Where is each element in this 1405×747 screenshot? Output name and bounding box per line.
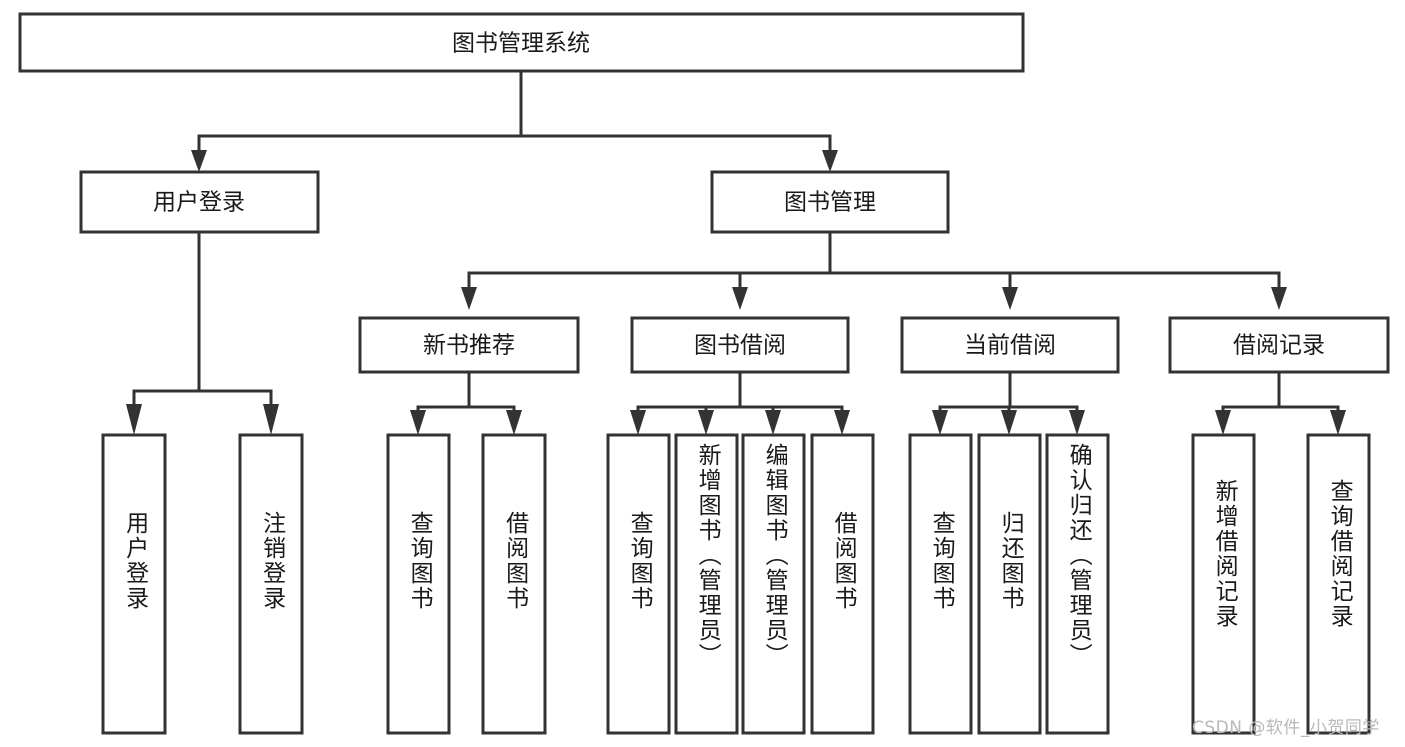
- leaf-box-bookborrow-3[interactable]: [810, 433, 875, 735]
- leaf-label-currentborrow-1: 归还图书: [997, 511, 1024, 611]
- leaf-label-bookborrow-0: 查询图书: [626, 511, 653, 611]
- leaf-label-borrowrecord-1: 查询借阅记录: [1326, 479, 1353, 629]
- leaf-label-wrap-borrowrecord-0: 新增借阅记录: [1193, 435, 1254, 733]
- node-new-book-recommend[interactable]: 新书推荐: [358, 316, 580, 374]
- leaf-label-currentborrow-0: 查询图书: [928, 511, 955, 611]
- leaf-box-currentborrow-2[interactable]: [1045, 433, 1110, 735]
- leaf-box-bookborrow-1[interactable]: [674, 433, 739, 735]
- leaf-label-wrap-currentborrow-2: 确认归还（管理员）: [1047, 435, 1108, 733]
- leaf-label-wrap-currentborrow-0: 查询图书: [910, 435, 971, 733]
- node-book-borrow[interactable]: 图书借阅: [630, 316, 850, 374]
- leaf-label-wrap-bookborrow-1: 新增图书（管理员）: [676, 435, 737, 733]
- node-book-borrow-label: 图书借阅: [694, 333, 786, 359]
- csdn-watermark: CSDN @软件_小贺同学: [1192, 718, 1380, 738]
- leaf-box-currentborrow-1[interactable]: [977, 433, 1042, 735]
- node-new-book-recommend-label: 新书推荐: [423, 333, 515, 359]
- leaf-box-user-login-1[interactable]: [238, 433, 304, 735]
- leaf-label-user-login-1: 注销登录: [258, 511, 285, 611]
- connector-userlogin-to-leaves: [126, 230, 279, 435]
- node-current-borrow[interactable]: 当前借阅: [900, 316, 1120, 374]
- leaf-box-newbook-0[interactable]: [386, 433, 451, 735]
- leaf-label-newbook-1: 借阅图书: [501, 511, 528, 611]
- leaf-box-newbook-1[interactable]: [481, 433, 547, 735]
- connector-newbook-to-leaves: [410, 370, 522, 435]
- leaf-label-bookborrow-2: 编辑图书（管理员）: [761, 443, 788, 668]
- leaf-box-user-login-0[interactable]: [101, 433, 167, 735]
- leaf-box-borrowrecord-0[interactable]: [1191, 433, 1256, 735]
- connector-currentborrow-to-leaves: [932, 370, 1085, 435]
- node-root[interactable]: 图书管理系统: [18, 12, 1025, 73]
- node-borrow-record-label: 借阅记录: [1233, 333, 1325, 359]
- connector-bookborrow-to-leaves: [630, 370, 850, 435]
- node-current-borrow-label: 当前借阅: [964, 333, 1056, 359]
- leaf-label-wrap-bookborrow-2: 编辑图书（管理员）: [743, 435, 804, 733]
- connector-bookmgmt-to-level3: [461, 230, 1287, 310]
- leaf-label-borrowrecord-0: 新增借阅记录: [1211, 479, 1238, 629]
- leaf-box-bookborrow-0[interactable]: [606, 433, 671, 735]
- leaf-label-wrap-bookborrow-3: 借阅图书: [812, 435, 873, 733]
- node-user-login-label: 用户登录: [153, 190, 245, 216]
- leaf-label-wrap-borrowrecord-1: 查询借阅记录: [1308, 435, 1369, 733]
- node-book-management[interactable]: 图书管理: [710, 170, 950, 234]
- leaf-label-currentborrow-2: 确认归还（管理员）: [1065, 443, 1092, 668]
- leaf-label-wrap-currentborrow-1: 归还图书: [979, 435, 1040, 733]
- leaf-box-borrowrecord-1[interactable]: [1306, 433, 1371, 735]
- node-borrow-record[interactable]: 借阅记录: [1168, 316, 1390, 374]
- node-user-login[interactable]: 用户登录: [79, 170, 320, 234]
- leaf-label-newbook-0: 查询图书: [406, 511, 433, 611]
- leaf-label-wrap-newbook-1: 借阅图书: [483, 435, 545, 733]
- node-root-label: 图书管理系统: [452, 31, 590, 57]
- connector-root-to-level2: [191, 69, 838, 172]
- leaf-label-wrap-bookborrow-0: 查询图书: [608, 435, 669, 733]
- node-book-management-label: 图书管理: [784, 190, 876, 216]
- leaf-box-bookborrow-2[interactable]: [741, 433, 806, 735]
- connector-borrowrecord-to-leaves: [1215, 370, 1346, 435]
- leaf-label-bookborrow-3: 借阅图书: [830, 511, 857, 611]
- leaf-label-wrap-newbook-0: 查询图书: [388, 435, 449, 733]
- leaf-label-wrap-user-login-1: 注销登录: [240, 435, 302, 733]
- leaf-label-bookborrow-1: 新增图书（管理员）: [694, 443, 721, 668]
- leaf-label-user-login-0: 用户登录: [121, 511, 148, 611]
- leaf-label-wrap-user-login-0: 用户登录: [103, 435, 165, 733]
- leaf-box-currentborrow-0[interactable]: [908, 433, 973, 735]
